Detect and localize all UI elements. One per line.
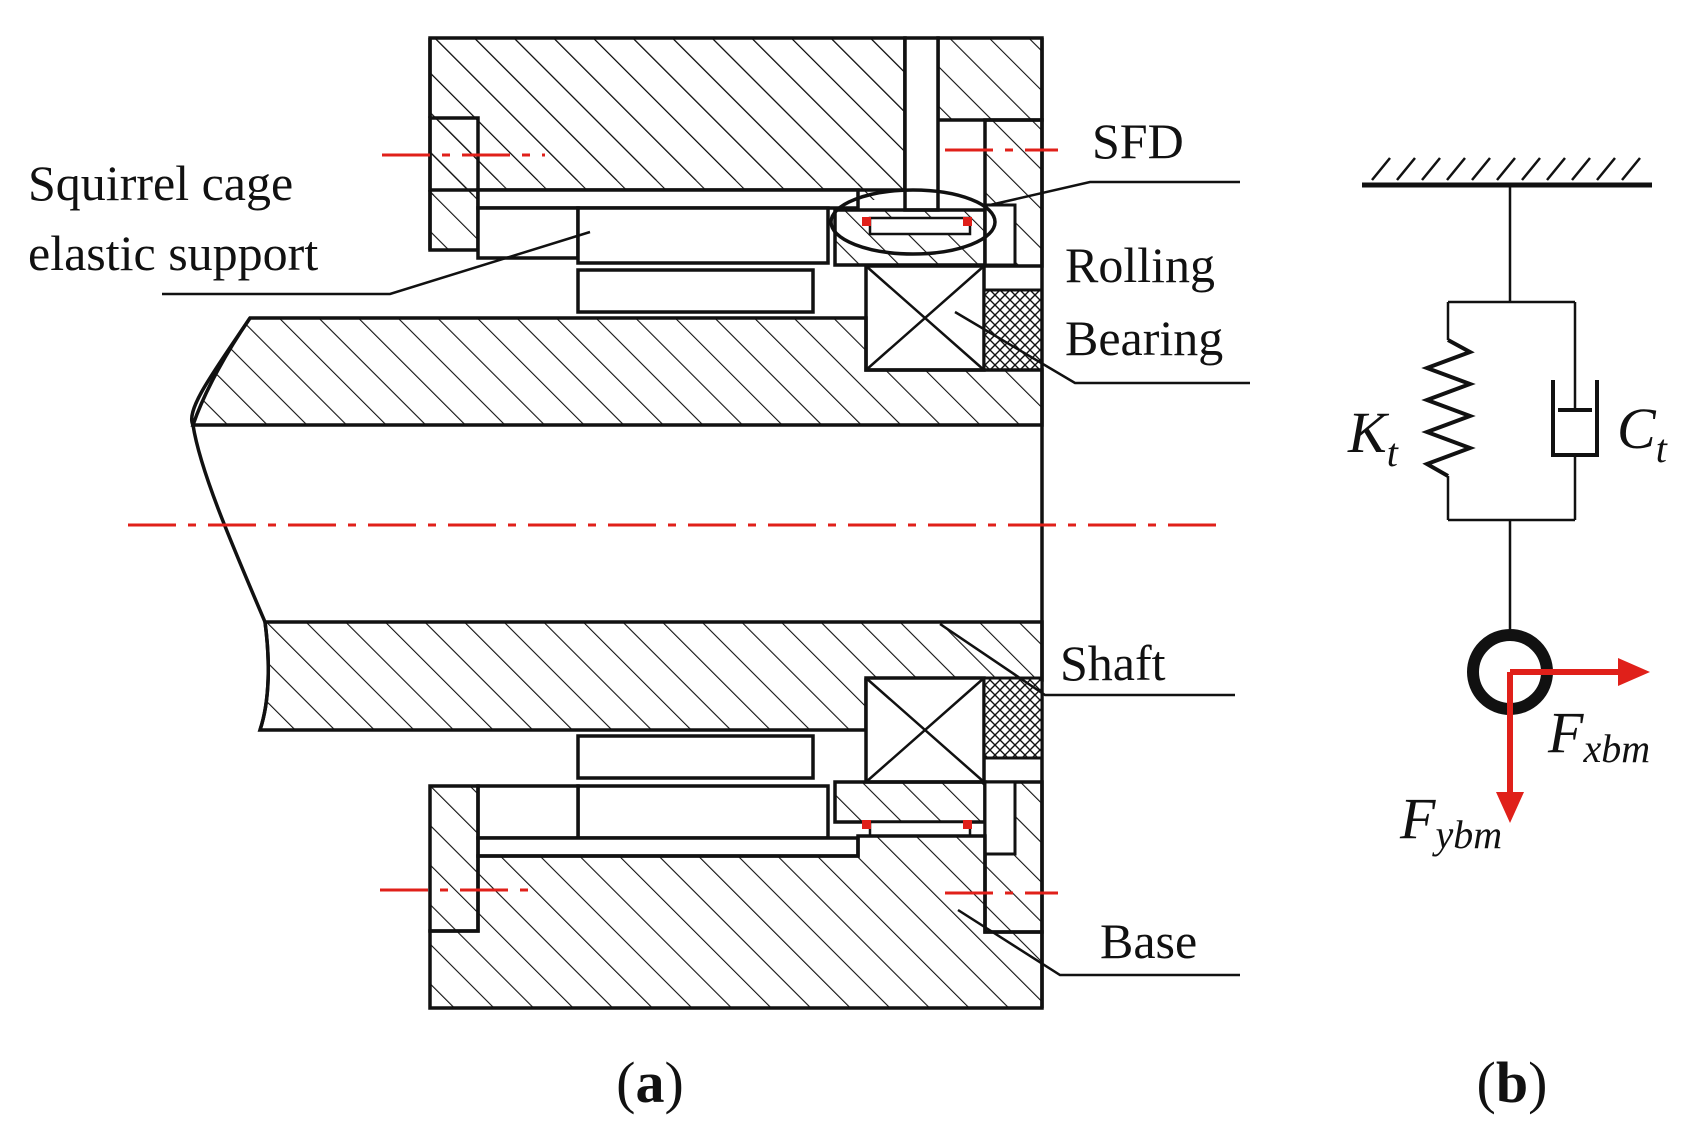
label-squirrel-cage-line1: Squirrel cage — [28, 155, 293, 211]
spring-kt — [1421, 338, 1476, 478]
squirrel-cage-lower-rib — [576, 784, 830, 840]
retainer-upper-left — [428, 116, 480, 252]
leader-rolling-bearing — [954, 310, 1250, 385]
label-rolling: Rolling — [1065, 237, 1215, 293]
panel-a-drawing — [128, 36, 1250, 1010]
squirrel-cage-lower-slot — [476, 784, 580, 840]
squirrel-cage-upper-rib — [576, 206, 830, 265]
base-housing-lower — [428, 834, 1044, 1010]
squirrel-cage-upper-bar — [576, 268, 815, 314]
force-x-arrow-head — [1618, 658, 1650, 686]
retainer-lower-left — [428, 784, 480, 933]
label-bearing: Bearing — [1065, 310, 1223, 366]
label-base: Base — [1100, 913, 1197, 969]
label-squirrel-cage-line2: elastic support — [28, 225, 318, 281]
symbol-ct: Ct — [1617, 396, 1668, 471]
panel-b-model — [1362, 157, 1652, 823]
shaft-break-line — [190, 317, 270, 731]
spacer-mesh-lower — [982, 676, 1044, 760]
squirrel-cage-upper-flange — [476, 188, 860, 210]
sfd-oil-port — [903, 36, 940, 212]
leader-squirrel-cage — [162, 230, 591, 296]
label-sfd: SFD — [1092, 113, 1184, 169]
squirrel-cage-lower-flange — [476, 836, 860, 858]
label-shaft: Shaft — [1060, 635, 1166, 691]
leader-base — [957, 908, 1240, 977]
caption-a: (a) — [616, 1050, 684, 1115]
base-housing-upper-block — [428, 36, 907, 192]
squirrel-cage-upper-slot — [476, 206, 580, 260]
leader-sfd — [989, 180, 1240, 207]
symbol-kt: Kt — [1347, 400, 1399, 475]
squirrel-cage-lower-bar — [576, 734, 815, 780]
symbol-fxbm: Fxbm — [1547, 700, 1650, 771]
symbol-fybm: Fybm — [1399, 786, 1502, 857]
force-y-arrow-head — [1496, 792, 1524, 823]
sfd-highlight-ellipse — [829, 188, 997, 256]
ground-hatching — [1371, 157, 1641, 181]
caption-b: (b) — [1477, 1050, 1548, 1115]
leader-shaft — [939, 622, 1235, 697]
sfd-ring-lower — [833, 780, 987, 824]
